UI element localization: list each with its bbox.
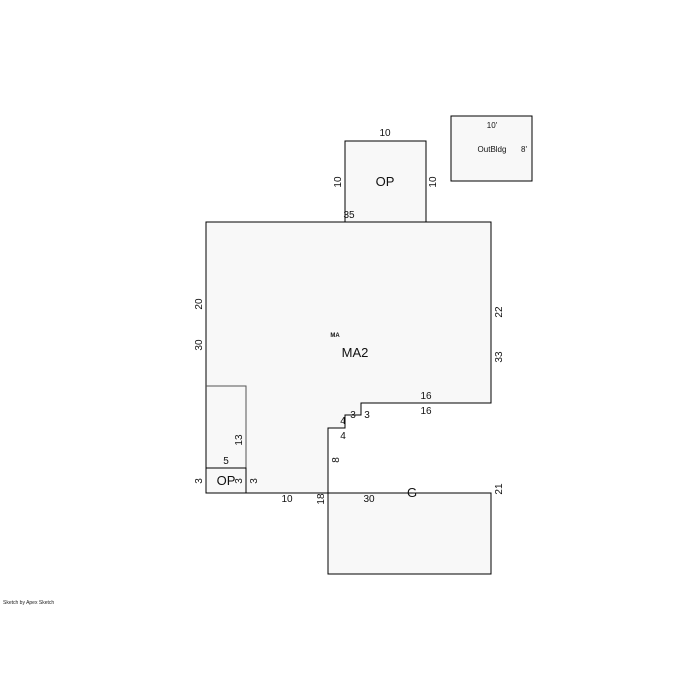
dim-step-3b: 3 — [364, 410, 370, 421]
main-sub-label: MA — [330, 333, 340, 339]
dim-inner-13: 13 — [234, 434, 245, 446]
dim-left-lower: 30 — [194, 339, 205, 351]
top-porch-label: OP — [376, 174, 395, 189]
dim-right-3: 3 — [249, 478, 260, 484]
top-porch-shape — [344, 140, 427, 223]
dim-outbuilding-width: 10' — [487, 121, 498, 130]
small-porch-label: OP — [217, 473, 236, 488]
dim-left-upper: 20 — [194, 298, 205, 310]
outbuilding-shape — [450, 115, 533, 182]
main-area-label: MA2 — [342, 345, 369, 360]
dim-bottom-10: 10 — [281, 494, 293, 505]
dim-outbuilding-height: 8' — [521, 145, 527, 154]
dim-right-lower: 33 — [494, 351, 505, 363]
dim-garage-left: 18 — [316, 493, 327, 505]
dim-step-16a: 16 — [420, 391, 432, 402]
dim-op-right: 10 — [428, 176, 439, 188]
dim-op-top: 10 — [379, 128, 391, 139]
dim-op-small-top: 5 — [223, 456, 229, 467]
dim-op-small-right: 3 — [234, 478, 245, 484]
garage-shape — [327, 492, 492, 575]
dim-main-top: 35 — [343, 210, 355, 221]
small-porch-shape — [205, 467, 247, 494]
dim-step-4b: 4 — [340, 431, 346, 442]
dim-garage-right: 21 — [494, 483, 505, 495]
garage-label: G — [407, 485, 417, 500]
dim-step-4a: 4 — [340, 416, 346, 427]
dim-garage-30: 30 — [363, 494, 375, 505]
sketch-credit: Sketch by Apex Sketch — [3, 600, 55, 606]
dim-step-3a: 3 — [350, 410, 356, 421]
inner-partition-line — [206, 385, 247, 468]
outbuilding-label: OutBldg — [478, 145, 507, 154]
dim-left-3: 3 — [194, 478, 205, 484]
dim-right-upper: 22 — [494, 306, 505, 318]
dim-step-16b: 16 — [420, 406, 432, 417]
dim-step-8: 8 — [331, 457, 342, 463]
dim-op-left: 10 — [333, 176, 344, 188]
